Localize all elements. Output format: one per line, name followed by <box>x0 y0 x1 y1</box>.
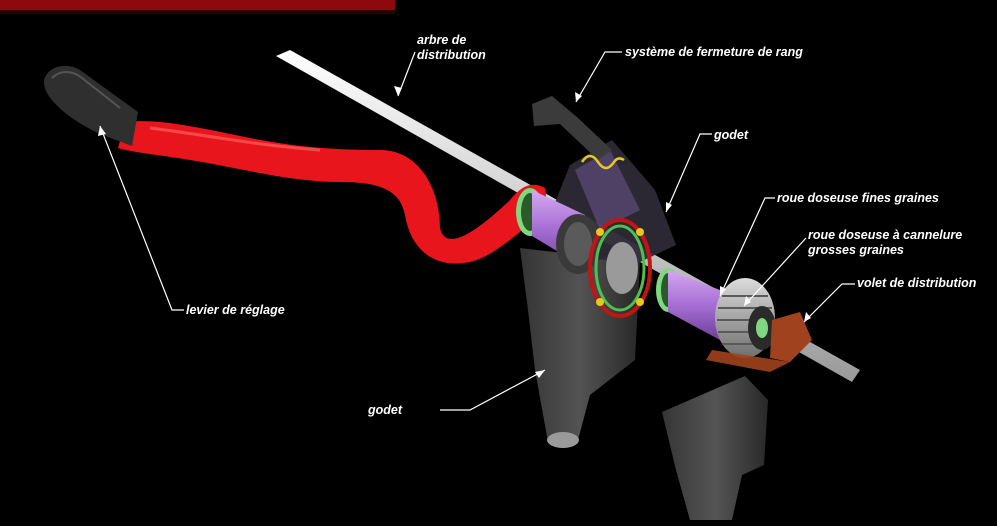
label-distribution-shaft: arbre de distribution <box>417 33 507 63</box>
label-adjustment-lever: levier de réglage <box>186 303 285 318</box>
label-hopper-top: godet <box>714 128 748 143</box>
label-fine-seed-wheel: roue doseuse fines graines <box>777 191 939 206</box>
label-hopper-bottom: godet <box>368 403 402 418</box>
label-distribution-flap: volet de distribution <box>857 276 976 291</box>
label-fluted-wheel: roue doseuse à cannelure grosses graines <box>808 228 997 258</box>
label-row-closing-system: système de fermeture de rang <box>625 45 803 60</box>
